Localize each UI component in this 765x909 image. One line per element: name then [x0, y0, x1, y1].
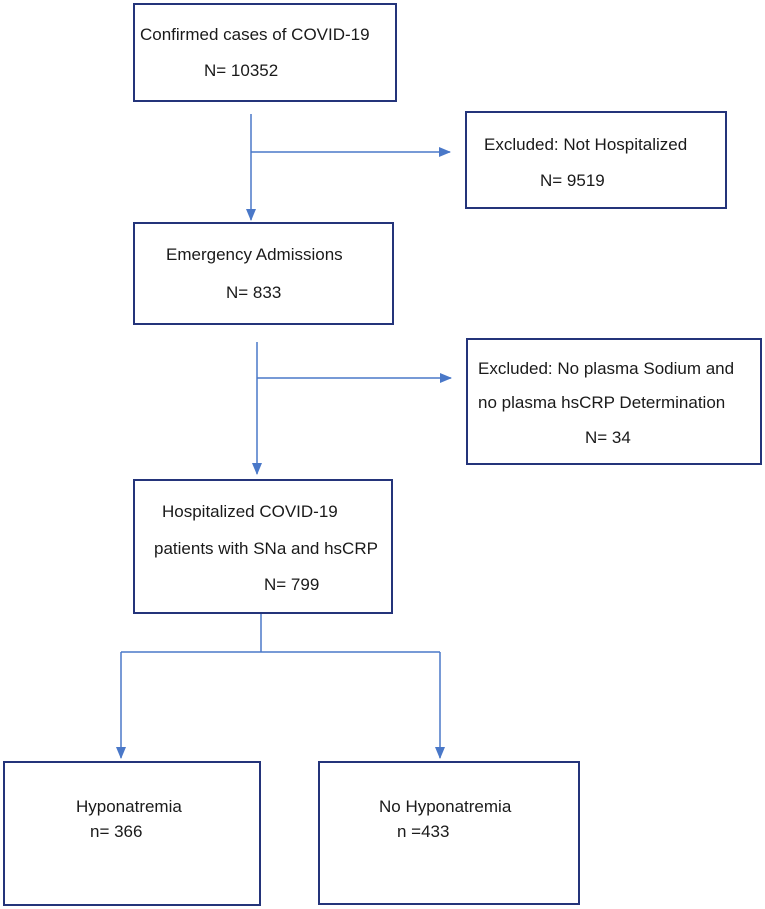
- excluded-no-determination-count: N= 34: [585, 428, 631, 447]
- hospitalized-line2: patients with SNa and hsCRP: [154, 539, 378, 558]
- hospitalized-count: N= 799: [264, 575, 320, 594]
- excluded-no-determination-line2: no plasma hsCRP Determination: [478, 393, 726, 412]
- no-hyponatremia-count: n =433: [397, 822, 450, 841]
- hospitalized-line1: Hospitalized COVID-19: [162, 502, 338, 521]
- emergency-admissions-box: Emergency Admissions N= 833: [133, 222, 394, 325]
- hyponatremia-label: Hyponatremia: [76, 797, 182, 816]
- excluded-not-hospitalized-label: Excluded: Not Hospitalized: [484, 135, 688, 154]
- excluded-not-hospitalized-box: Excluded: Not Hospitalized N= 9519: [465, 111, 727, 209]
- hyponatremia-box: Hyponatremia n= 366: [3, 761, 261, 906]
- hyponatremia-count: n= 366: [90, 822, 143, 841]
- confirmed-cases-count: N= 10352: [204, 61, 279, 80]
- emergency-admissions-count: N= 833: [226, 283, 282, 302]
- hospitalized-box: Hospitalized COVID-19 patients with SNa …: [133, 479, 393, 614]
- excluded-not-hospitalized-count: N= 9519: [540, 171, 605, 190]
- confirmed-cases-label: Confirmed cases of COVID-19: [140, 25, 370, 44]
- confirmed-cases-box: Confirmed cases of COVID-19 N= 10352: [133, 3, 397, 102]
- excluded-no-determination-box: Excluded: No plasma Sodium and no plasma…: [466, 338, 762, 465]
- no-hyponatremia-box: No Hyponatremia n =433: [318, 761, 580, 905]
- excluded-no-determination-line1: Excluded: No plasma Sodium and: [478, 359, 735, 378]
- emergency-admissions-label: Emergency Admissions: [166, 245, 343, 264]
- no-hyponatremia-label: No Hyponatremia: [379, 797, 512, 816]
